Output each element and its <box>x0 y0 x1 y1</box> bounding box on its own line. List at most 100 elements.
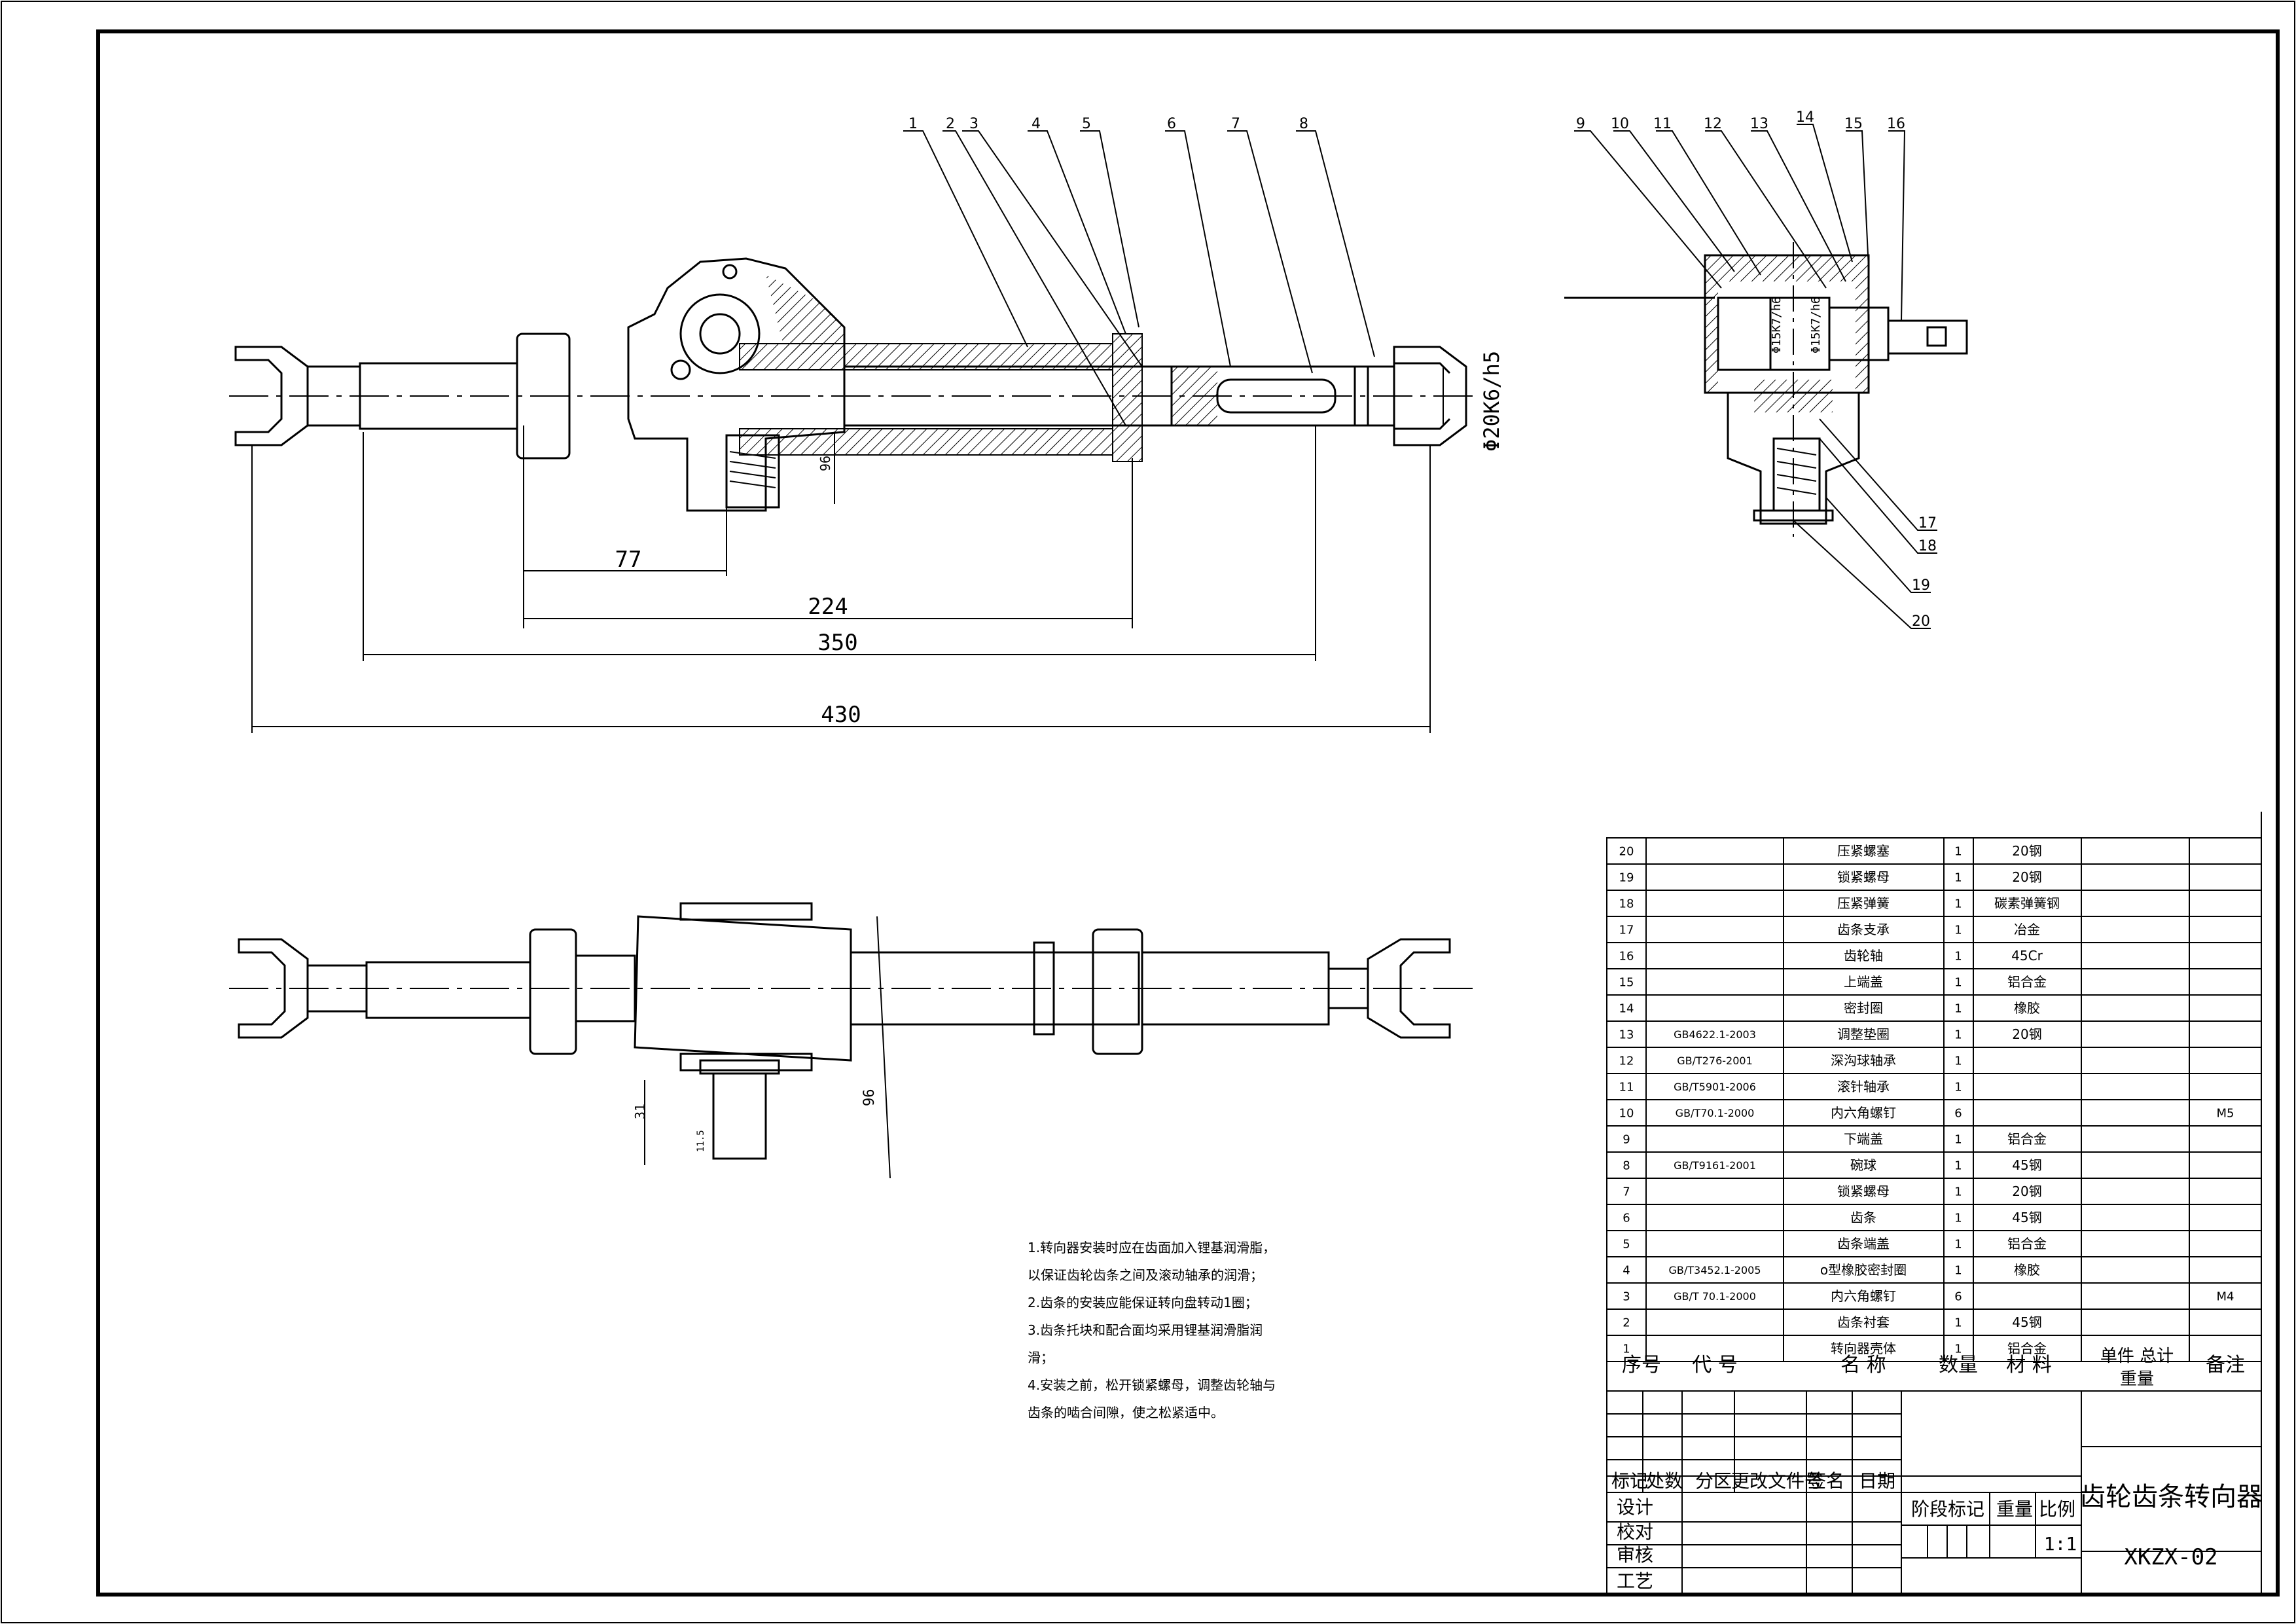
note-line: 3.齿条托块和配合面均采用锂基润滑脂润 <box>1028 1322 1263 1338</box>
dim-96-front: 96 <box>817 456 833 471</box>
bom-cell-name: 齿条 <box>1850 1210 1876 1225</box>
bom-cell-qty: 1 <box>1954 949 1962 963</box>
bom-cell-code: GB/T9161-2001 <box>1674 1159 1756 1172</box>
pinion-shaft <box>1887 319 1968 355</box>
bom-row-lines <box>1607 863 2261 1362</box>
drawing-frame <box>96 29 2280 1597</box>
bom-header-weight: 重量 <box>2120 1369 2154 1389</box>
main-leaders <box>903 130 1375 426</box>
balloon-20: 20 <box>1912 613 1930 630</box>
bom-cell-code: GB/T 70.1-2000 <box>1674 1290 1756 1303</box>
bom-cell-name: 转向器壳体 <box>1831 1341 1896 1356</box>
bom-cell-no: 16 <box>1619 949 1634 963</box>
bom-cell-name: 压紧弹簧 <box>1837 895 1890 911</box>
balloon-16: 16 <box>1887 116 1905 132</box>
bom-cell-no: 4 <box>1623 1263 1630 1277</box>
note-line: 滑； <box>1028 1350 1054 1365</box>
tb-scale-value: 1:1 <box>2044 1533 2077 1555</box>
dim-224: 224 <box>808 594 848 620</box>
balloon-17: 17 <box>1918 515 1937 532</box>
tb-date: 日期 <box>1859 1470 1895 1492</box>
bom-cell-qty: 1 <box>1954 1342 1962 1356</box>
balloon-11: 11 <box>1653 116 1672 132</box>
bom-cell-name: 齿条端盖 <box>1837 1236 1890 1252</box>
bom-cell-no: 18 <box>1619 897 1634 911</box>
bom-cell-qty: 1 <box>1954 923 1962 937</box>
bom-cell-qty: 1 <box>1954 1159 1962 1172</box>
lower-cap <box>1717 297 1772 371</box>
bom-cell-name: o型橡胶密封圈 <box>1820 1262 1907 1278</box>
fit-label-2: Φ15K7/h6 <box>1809 297 1823 353</box>
bom-cell-no: 7 <box>1623 1185 1630 1199</box>
tb-process: 工艺 <box>1617 1570 1653 1592</box>
bom-cell-name: 齿条衬套 <box>1837 1314 1890 1330</box>
bom-header-unit-weight: 单件 总计 <box>2100 1346 2174 1366</box>
note-line: 4.安装之前，松开锁紧螺母，调整齿轮轴与 <box>1028 1377 1276 1393</box>
pinion-bore <box>679 293 761 374</box>
note-line: 1.转向器安装时应在齿面加入锂基润滑脂， <box>1028 1240 1276 1255</box>
bom-cell-name: 锁紧螺母 <box>1837 869 1890 885</box>
bom-cell-qty: 1 <box>1954 1132 1962 1146</box>
bom-cell-code: GB4622.1-2003 <box>1674 1028 1756 1041</box>
bom-cell-qty: 1 <box>1954 1263 1962 1277</box>
tb-review: 审核 <box>1617 1544 1653 1566</box>
balloon-9: 9 <box>1576 116 1585 132</box>
bom-cell-code: GB/T276-2001 <box>1677 1055 1753 1067</box>
tb-weight: 重量 <box>1996 1498 2033 1520</box>
dim-11-5: 11.5 <box>696 1130 706 1152</box>
balloon-19: 19 <box>1912 577 1930 594</box>
bom-cell-name: 齿条支承 <box>1837 922 1890 937</box>
bom-header-remark: 备注 <box>2206 1354 2245 1377</box>
bom-cell-name: 上端盖 <box>1844 974 1883 990</box>
housing-top <box>634 915 852 1062</box>
bom-cell-name: 内六角螺钉 <box>1831 1288 1896 1304</box>
bom-cell-no: 15 <box>1619 975 1634 989</box>
bom-header-code: 代 号 <box>1692 1354 1738 1377</box>
bom-cell-name: 内六角螺钉 <box>1831 1105 1896 1121</box>
bom-cell-name: 滚针轴承 <box>1837 1079 1890 1094</box>
bom-cell-qty: 1 <box>1954 897 1962 911</box>
balloon-4: 4 <box>1031 116 1041 132</box>
bom-cell-remark: M5 <box>2217 1106 2234 1120</box>
bom-cell-name: 齿轮轴 <box>1844 948 1883 964</box>
balloon-1: 1 <box>908 116 918 132</box>
dim-77: 77 <box>615 547 642 573</box>
bom-cell-no: 10 <box>1619 1106 1634 1120</box>
bom-cell-qty: 1 <box>1954 1237 1962 1251</box>
balloon-13: 13 <box>1750 116 1768 132</box>
balloon-6: 6 <box>1167 116 1176 132</box>
bom-cell-no: 12 <box>1619 1054 1634 1068</box>
tb-sign: 签名 <box>1808 1470 1844 1492</box>
bom-cell-material: 45Cr <box>2011 948 2043 964</box>
right-yoke-top <box>1367 938 1451 1039</box>
pinion-stub <box>712 1072 767 1160</box>
bom-cell-code: GB/T5901-2006 <box>1674 1081 1756 1093</box>
bom-cell-no: 11 <box>1619 1080 1634 1094</box>
balloon-18: 18 <box>1918 538 1937 554</box>
bom-header: 序号 代 号 名 称 数量 材 料 单件 总计 重量 备注 <box>1622 1346 2245 1389</box>
bom-cell-qty: 1 <box>1954 1080 1962 1094</box>
bom-cell-qty: 1 <box>1954 1185 1962 1199</box>
bom-cell-qty: 1 <box>1954 871 1962 884</box>
bom-cell-name: 锁紧螺母 <box>1837 1183 1890 1199</box>
bom-cell-name: 调整垫圈 <box>1837 1026 1890 1042</box>
tb-design: 设计 <box>1617 1496 1653 1518</box>
bom-cell-name: 碗球 <box>1850 1157 1876 1173</box>
tb-change-doc: 更改文件号 <box>1731 1470 1823 1492</box>
bom-cell-no: 9 <box>1623 1132 1630 1146</box>
top-view <box>229 902 1473 1179</box>
front-dimensions <box>251 367 1444 733</box>
technical-notes: 1.转向器安装时应在齿面加入锂基润滑脂， 以保证齿轮齿条之间及滚动轴承的润滑； … <box>1028 1234 1368 1426</box>
bom-cell-code: GB/T3452.1-2005 <box>1668 1264 1761 1276</box>
balloon-15: 15 <box>1844 116 1863 132</box>
rack-support-body <box>1727 391 1860 525</box>
bom-header-name: 名 称 <box>1840 1354 1886 1377</box>
bom-cell-no: 1 <box>1623 1342 1630 1356</box>
balloon-10: 10 <box>1611 116 1629 132</box>
bom-cell-no: 8 <box>1623 1159 1630 1172</box>
note-line: 2.齿条的安装应能保证转向盘转动1圈； <box>1028 1295 1258 1310</box>
bom-cell-qty: 1 <box>1954 975 1962 989</box>
balloon-8: 8 <box>1299 116 1308 132</box>
bom-cell-no: 2 <box>1623 1316 1630 1329</box>
